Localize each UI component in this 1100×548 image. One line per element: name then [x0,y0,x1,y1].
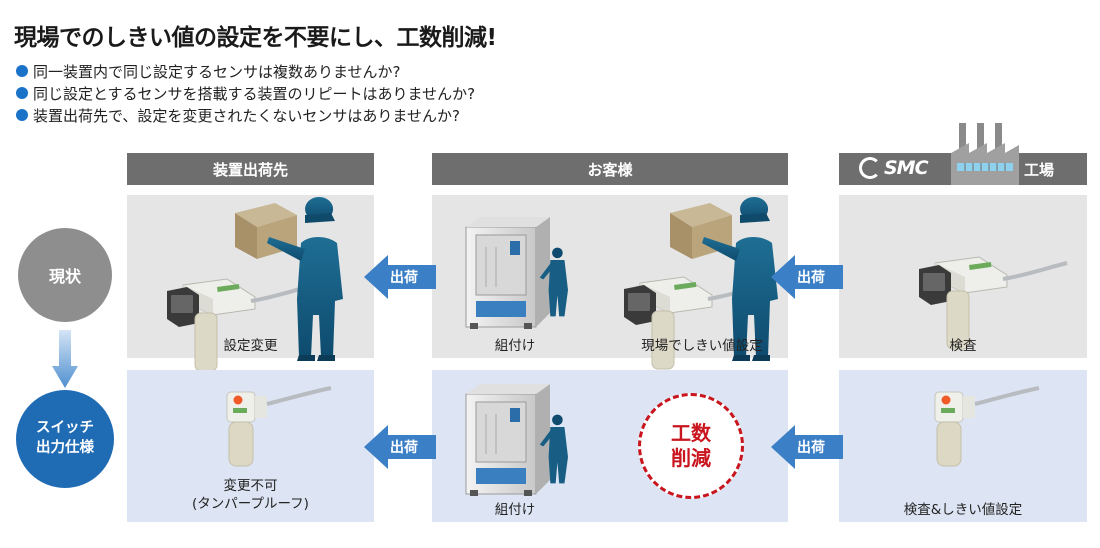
left-arrow-icon [364,255,436,299]
down-arrow-icon [52,330,78,388]
left-arrow-icon [364,425,436,469]
bullet-list: 同一装置内で同じ設定するセンサは複数ありませんか? 同じ設定とするセンサを搭載す… [16,60,475,126]
page-title: 現場でのしきい値の設定を不要にし、工数削減! [14,25,497,51]
ship-label: 出荷 [797,440,825,456]
row-label-switch-output: スイッチ出力仕様 [16,390,114,488]
column-header-customer: お客様 [432,153,788,185]
bullet-item: 同一装置内で同じ設定するセンサは複数ありませんか? [16,60,475,82]
panel-factory-current: 検査 [839,195,1087,358]
bullet-dot-icon [16,65,28,77]
factory-label: 工場 [1024,160,1055,179]
bullet-dot-icon [16,87,28,99]
ship-label: 出荷 [390,270,418,286]
caption-inspection: 検査 [949,338,977,354]
caption-assembly: 組付け [494,502,536,518]
worker-icon [539,414,568,484]
bullet-text: 装置出荷先で、設定を変更されたくないセンサはありませんか? [33,106,460,125]
caption-assembly: 組付け [494,338,536,354]
caption-no-change: 変更不可 (タンパープルーフ) [192,478,309,512]
ship-label: 出荷 [797,270,825,286]
panel-customer-current: 組付け 現場でしきい値設定 [432,195,788,371]
bullet-text: 同一装置内で同じ設定するセンサは複数ありませんか? [33,62,401,81]
ship-arrow: 出荷 [771,255,843,299]
panel-destination-current: 設定変更 [127,195,374,373]
ship-label: 出荷 [390,440,418,456]
caption-setting-change: 設定変更 [223,338,278,354]
caption-onsite-threshold: 現場でしきい値設定 [641,338,763,354]
column-header-factory: SMC 工場 [839,123,1087,185]
reduction-badge: 工数 削減 [638,393,744,499]
left-arrow-icon [771,255,843,299]
ship-arrow: 出荷 [771,425,843,469]
smc-logo-icon: SMC [859,157,929,179]
ship-arrow: 出荷 [364,425,436,469]
worker-icon [539,247,568,317]
sensor-icon [933,386,1041,468]
row-label-current: 現状 [18,228,112,322]
caption-inspection-threshold: 検査&しきい値設定 [903,502,1023,518]
panel-factory-switch: 検査&しきい値設定 [839,370,1087,522]
bullet-item: 装置出荷先で、設定を変更されたくないセンサはありませんか? [16,104,475,126]
factory-icon [951,123,1019,185]
sensor-icon [225,386,333,468]
panel-destination-switch: 変更不可 (タンパープルーフ) [127,370,374,522]
bullet-dot-icon [16,109,28,121]
bullet-item: 同じ設定とするセンサを搭載する装置のリピートはありませんか? [16,82,475,104]
column-header-destination: 装置出荷先 [127,153,374,185]
bullet-text: 同じ設定とするセンサを搭載する装置のリピートはありませんか? [33,84,476,103]
ship-arrow: 出荷 [364,255,436,299]
left-arrow-icon [771,425,843,469]
